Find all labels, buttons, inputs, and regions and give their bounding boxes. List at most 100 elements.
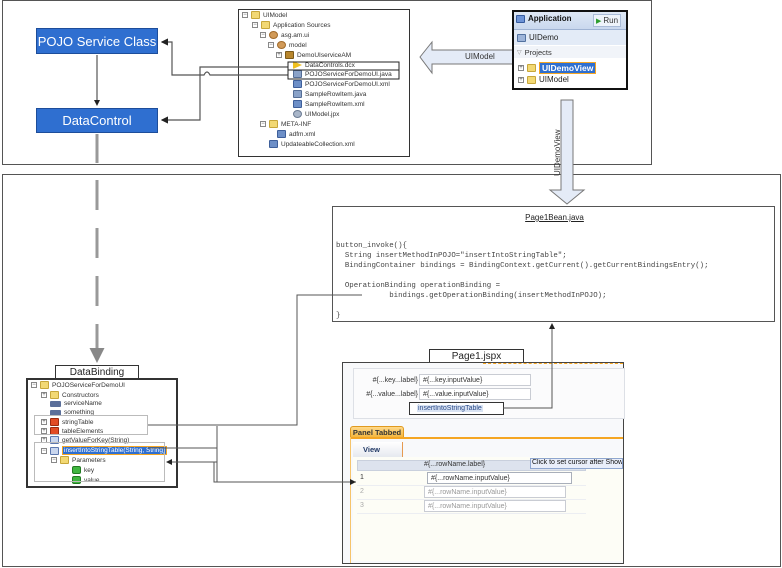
- tree-node[interactable]: DataControls.dcx: [284, 61, 355, 69]
- tree-node[interactable]: UIModel.jpx: [284, 110, 339, 118]
- value-label: #{...value...label}: [366, 391, 418, 398]
- java-file-icon: [293, 70, 302, 78]
- project-item-uidemoview[interactable]: + UIDemoView: [518, 62, 597, 74]
- code-line: String insertMethodInPOJO="insertIntoStr…: [336, 252, 567, 260]
- tree-node[interactable]: −insertIntoStringTable(String, String): [41, 446, 168, 455]
- folder-icon: [50, 391, 59, 399]
- tree-node-label: model: [289, 41, 307, 49]
- parameter-icon: [72, 466, 81, 474]
- tree-node-label: key: [84, 466, 95, 474]
- collection-highlight: [34, 415, 148, 435]
- tab-run[interactable]: ▶ Run: [593, 14, 622, 27]
- tree-node-label: tableElements: [62, 427, 104, 435]
- expand-icon[interactable]: +: [41, 419, 47, 425]
- databinding-title-label: DataBinding: [69, 366, 125, 378]
- tree-node[interactable]: POJOServiceForDemoUI.java: [284, 70, 392, 78]
- expand-icon[interactable]: +: [41, 392, 47, 398]
- value-input[interactable]: #{...value.inputValue}: [419, 388, 531, 400]
- tree-node-label: value: [84, 476, 100, 484]
- tree-node[interactable]: UpdateableCollection.xml: [260, 140, 355, 148]
- tab-run-label: Run: [603, 16, 619, 25]
- code-line: }: [336, 312, 341, 320]
- attribute-icon: [50, 400, 61, 407]
- project-item-uimodel[interactable]: + UIModel: [518, 75, 569, 84]
- tree-node[interactable]: −asg.am.ui: [260, 31, 309, 39]
- projects-header[interactable]: ▽ Projects: [514, 46, 626, 58]
- expand-icon[interactable]: +: [518, 76, 524, 83]
- tree-node-label: serviceName: [64, 400, 102, 407]
- tree-node-label: adfm.xml: [289, 130, 316, 138]
- expand-icon[interactable]: +: [276, 52, 282, 58]
- collapse-icon[interactable]: −: [260, 121, 266, 127]
- collection-icon: [50, 418, 59, 426]
- tree-node[interactable]: + stringTable: [41, 418, 93, 426]
- key-input[interactable]: #{...key.inputValue}: [419, 374, 531, 386]
- collapse-triangle-icon: ▽: [517, 49, 522, 56]
- collapse-icon[interactable]: −: [31, 382, 37, 388]
- tree-node[interactable]: POJOServiceForDemoUI.xml: [284, 80, 390, 88]
- uimodel-arrow: UIModel: [418, 40, 518, 80]
- tree-node[interactable]: +DemoUIserviceAM: [276, 51, 351, 59]
- code-line: BindingContainer bindings = BindingConte…: [336, 262, 709, 270]
- jpx-file-icon: [293, 110, 302, 118]
- tree-node[interactable]: −Application Sources: [252, 21, 330, 29]
- datacontrol-box[interactable]: DataControl: [36, 108, 158, 133]
- row-input[interactable]: #{...rowName.inputValue}: [424, 486, 566, 498]
- key-label: #{...key...label}: [372, 377, 418, 384]
- java-file-icon: [293, 90, 302, 98]
- tree-node-label: META-INF: [281, 120, 312, 128]
- insert-button-label: insertIntoStringTable: [417, 405, 483, 412]
- pojo-service-class-label: POJO Service Class: [37, 33, 157, 49]
- row-number: 2: [360, 488, 364, 495]
- row-input[interactable]: #{...rowName.inputValue}: [424, 500, 566, 512]
- pojo-service-class-box[interactable]: POJO Service Class: [36, 28, 158, 54]
- tree-node[interactable]: − model: [268, 41, 307, 49]
- tree-node[interactable]: − UIModel: [242, 11, 287, 19]
- tree-node[interactable]: value: [63, 476, 100, 484]
- collapse-icon[interactable]: −: [260, 32, 266, 38]
- uimodel-arrow-label: UIModel: [465, 52, 495, 61]
- tree-node[interactable]: SampleRowItem.java: [284, 90, 366, 98]
- app-name: UIDemo: [529, 33, 559, 42]
- tree-node[interactable]: key: [63, 466, 94, 474]
- tree-node-label: UIModel.jpx: [305, 110, 340, 118]
- tree-node[interactable]: − META-INF: [260, 120, 311, 128]
- parameter-icon: [72, 476, 81, 484]
- collapse-icon[interactable]: −: [268, 42, 274, 48]
- collapse-icon[interactable]: −: [51, 457, 57, 463]
- tree-node[interactable]: −Parameters: [51, 456, 106, 464]
- collapse-icon[interactable]: −: [242, 12, 248, 18]
- tree-node-label: POJOServiceForDemoUI: [52, 381, 125, 389]
- xml-file-icon: [269, 140, 278, 148]
- folder-icon: [269, 120, 278, 128]
- view-tab[interactable]: View: [353, 442, 403, 457]
- tree-node[interactable]: +Constructors: [41, 391, 99, 399]
- tree-node[interactable]: adfm.xml: [268, 130, 315, 138]
- tree-node-label: UIModel: [263, 11, 288, 19]
- table-row: 3#{...rowName.inputValue}: [357, 499, 586, 514]
- expand-icon[interactable]: +: [518, 65, 524, 71]
- row-input[interactable]: #{...rowName.inputValue}: [427, 472, 572, 484]
- tree-node-label: DataControls.dcx: [305, 61, 355, 69]
- insert-button[interactable]: insertIntoStringTable: [409, 402, 504, 415]
- page1bean-title: Page1Bean.java: [525, 213, 584, 222]
- code-line: OperationBinding operationBinding =: [336, 282, 501, 290]
- tree-node-label: stringTable: [62, 418, 94, 426]
- tree-node[interactable]: SampleRowItem.xml: [284, 100, 365, 108]
- collapse-icon[interactable]: −: [41, 447, 47, 454]
- tree-node-label: getValueForKey(String): [62, 436, 130, 444]
- application-navigator: Application ▶ Run UIDemo ▽ Projects + UI…: [512, 10, 628, 90]
- app-selector[interactable]: UIDemo: [514, 30, 626, 45]
- code-line: bindings.getOperationBinding(insertMetho…: [336, 292, 607, 300]
- expand-icon[interactable]: +: [41, 428, 47, 434]
- datacontrol-icon: [40, 381, 49, 389]
- tree-node[interactable]: serviceName: [41, 400, 102, 407]
- project-uimodel-label: UIModel: [539, 75, 569, 84]
- uidemoview-arrow-label: UIDemoView: [553, 129, 562, 176]
- collapse-icon[interactable]: −: [252, 22, 258, 28]
- tab-application[interactable]: Application: [516, 14, 572, 23]
- tree-node[interactable]: − POJOServiceForDemoUI: [31, 381, 125, 389]
- tree-node[interactable]: something: [41, 409, 94, 416]
- panel-tabbed-label: Panel Tabbed: [352, 427, 402, 437]
- xml-file-icon: [293, 80, 302, 88]
